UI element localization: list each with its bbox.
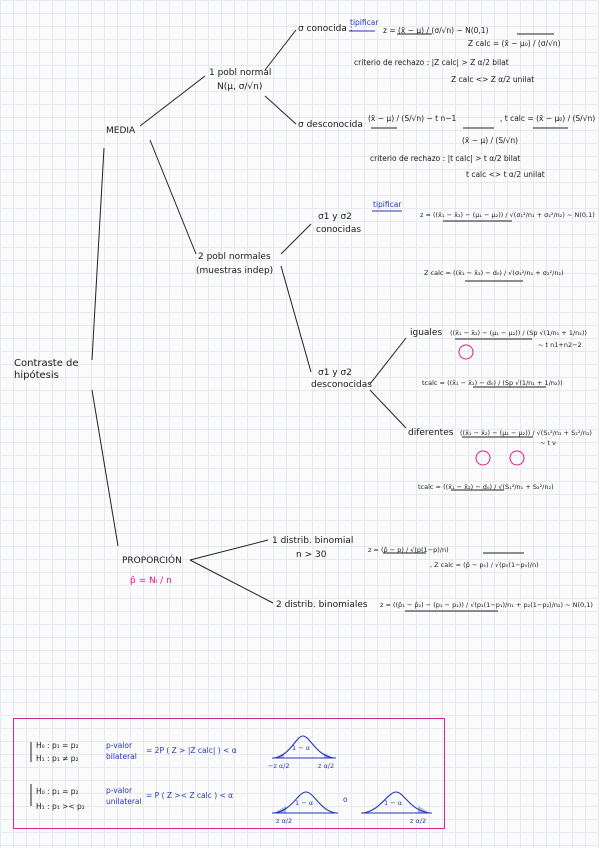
unknown-sigmas-label2: desconocidas [311, 380, 372, 390]
phat-def: p̂ = Nᵢ / n [130, 576, 172, 586]
one-binomial-label: 1 distrib. binomial [272, 536, 354, 546]
criterion-known-bilat: criterio de rechazo : |Z calc| > Z α/2 b… [354, 58, 509, 67]
one-pop-dist: N(μ, σ/√n) [217, 82, 263, 92]
pvalue-unilat-1: p-valor [106, 786, 133, 795]
curve2-center: 1 − α [295, 799, 313, 807]
eq-unilat: = P ( Z >< Z calc ) < α [146, 791, 234, 800]
sigma-unknown-label: σ desconocida [298, 120, 363, 130]
pvalue-bilat-1: p-valor [106, 741, 133, 750]
criterion-known-unilat: Z calc <> Z α/2 unilat [451, 75, 535, 84]
different-formula: ((x̄₁ − x̄₂) − (μ₁ − μ₂)) / √(S₁²/n₁ + S… [460, 429, 592, 437]
equal-dist: ~ t n1+n2−2 [538, 341, 582, 349]
equal-tcalc: tcalc = ((x̄₁ − x̄₂) − d₀) / (Sp √(1/n₁ … [422, 379, 563, 387]
t-formula-unknown: (x̄ − μ) / (S/√n) ~ t n−1 [368, 114, 457, 123]
z-formula-known: z = (x̄ − μ) / (σ/√n) ~ N(0,1) [383, 26, 489, 35]
curve1-right: z α/2 [318, 762, 335, 770]
one-binomial-formula: z = (p̂ − p) / √(p(1−p)/n) [368, 546, 449, 554]
root-title: Contraste de hipótesis [14, 358, 79, 381]
two-binomial-label: 2 distrib. binomiales [276, 600, 368, 610]
tipificar-1: tipificar [350, 18, 379, 27]
pvalue-bilat-2: bilateral [106, 752, 137, 761]
or-label: o [343, 795, 348, 804]
curve1-center: 1 − α [292, 744, 310, 752]
known-sigmas-label2: conocidas [316, 225, 362, 235]
curve3-center: 1 − α [384, 799, 402, 807]
z-formula-two-known: z = ((x̄₁ − x̄₂) − (μ₁ − μ₂)) / √(σ₁²/n₁… [420, 211, 595, 219]
h1-bilat: H₁ : p₁ ≠ p₂ [36, 754, 79, 763]
t-formula-unknown-2: (x̄ − μ) / (S/√n) [462, 136, 519, 145]
different-label: diferentes [408, 428, 454, 438]
one-binomial-cond: n > 30 [296, 550, 327, 560]
equal-formula: ((x̄₁ − x̄₂) − (μ₁ − μ₂)) / (Sp √(1/n₁ +… [450, 329, 587, 337]
one-pop-label: 1 pobl normal [209, 68, 272, 78]
two-binomial-formula: z = ((p̂₁ − p̂₂) − (p₁ − p₂)) / √(p₁(1−p… [380, 601, 593, 609]
criterion-unknown-bilat: criterio de rechazo : |t calc| > t α/2 b… [370, 154, 521, 163]
curve2-left: z α/2 [276, 817, 293, 825]
equal-label: iguales [410, 328, 443, 338]
curve3-right: z α/2 [410, 817, 427, 825]
different-dist: ~ t ν [540, 439, 556, 447]
known-sigmas-label: σ1 y σ2 [318, 212, 352, 222]
eq-bilat: = 2P ( Z > |Z calc| ) < α [146, 746, 237, 755]
proportion-label: PROPORCIÓN [122, 556, 182, 566]
unknown-sigmas-label: σ1 y σ2 [318, 368, 352, 378]
h1-unilat: H₁ : p₁ >< p₂ [36, 802, 85, 811]
zcalc-known: Z calc = (x̄ − μ₀) / (σ/√n) [468, 39, 561, 48]
two-pop-label: 2 pobl normales [198, 252, 271, 262]
different-tcalc: tcalc = ((x̄₁ − x̄₂) − d₀) / √(S₁²/n₁ + … [418, 483, 554, 491]
criterion-unknown-unilat: t calc <> t α/2 unilat [466, 170, 545, 179]
h0-bilat: H₀ : p₁ = p₂ [36, 741, 79, 750]
pvalue-unilat-2: unilateral [106, 797, 142, 806]
h0-unilat: H₀ : p₁ = p₂ [36, 787, 79, 796]
media-label: MEDIA [106, 126, 136, 136]
tipificar-2: tipificar [373, 200, 402, 209]
tcalc-unknown: , t calc = (x̄ − μ₀) / (S/√n) [500, 114, 596, 123]
two-pop-sub: (muestras indep) [196, 266, 274, 276]
sigma-known-label: σ conocida : [298, 24, 353, 34]
curve1-left: −z α/2 [268, 762, 290, 770]
pvalue-box [13, 718, 445, 829]
zcalc-two-known: Z calc = ((x̄₁ − x̄₂) − d₀) / √(σ₁²/n₁ +… [424, 269, 564, 277]
one-binomial-zcalc: , Z calc = (p̂ − p₀) / √(p₀(1−p₀)/n) [430, 561, 539, 569]
